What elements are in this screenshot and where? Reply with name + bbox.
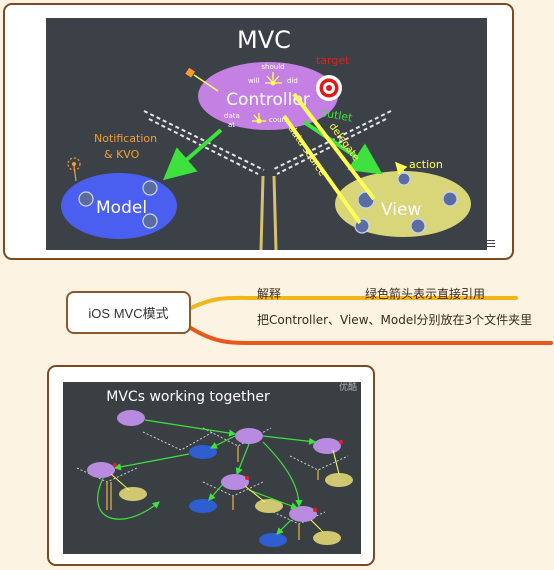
mvc-diagram-card: MVC Controller should will did data at c… [3, 3, 514, 260]
controller-label: Controller [226, 90, 310, 110]
at-label: at [228, 121, 235, 129]
antenna-icon [67, 157, 81, 182]
mvcs-diagram-card: MVCs working together 优酷 [47, 365, 375, 566]
will-label: will [248, 77, 260, 85]
mvc-title: MVC [237, 26, 291, 54]
topic-label: iOS MVC模式 [88, 306, 169, 321]
outlet-arrow [302, 120, 383, 175]
road-divider-lines [143, 110, 392, 250]
watermark-label: 优酷 [339, 382, 357, 393]
target-label: target [316, 54, 350, 67]
kvo-label: & KVO [104, 148, 140, 161]
branch-connector-2 [187, 325, 553, 345]
view-node [335, 171, 471, 237]
pen-icon [185, 67, 219, 92]
delegate-line [292, 92, 376, 201]
should-label: should [261, 63, 284, 71]
notification-label: Notification [94, 132, 157, 145]
data-label: data [224, 112, 240, 120]
mvc-diagram-image: MVC Controller should will did data at c… [46, 18, 487, 250]
action-label: action [409, 158, 443, 171]
controller-to-model-arrow [162, 128, 223, 181]
note-icon[interactable] [486, 240, 495, 247]
data-source-line [282, 114, 362, 225]
mindmap-topic[interactable]: iOS MVC模式 [66, 291, 191, 334]
controller-node [198, 62, 338, 130]
mvcs-diagram-image: MVCs working together 优酷 [63, 382, 361, 554]
model-label: Model [96, 198, 147, 218]
branch-2-label[interactable]: 把Controller、View、Model分别放在3个文件夹里 [257, 313, 533, 327]
count-label: count [269, 116, 289, 124]
mvcs-title: MVCs working together [106, 389, 270, 405]
did-label: did [287, 77, 298, 85]
branch-1-note[interactable]: 绿色箭头表示直接引用 [365, 287, 486, 301]
branch-1-label[interactable]: 解释 [257, 287, 282, 301]
view-label: View [381, 200, 421, 220]
target-icon [316, 75, 342, 101]
outlet-label: outlet [319, 106, 354, 125]
